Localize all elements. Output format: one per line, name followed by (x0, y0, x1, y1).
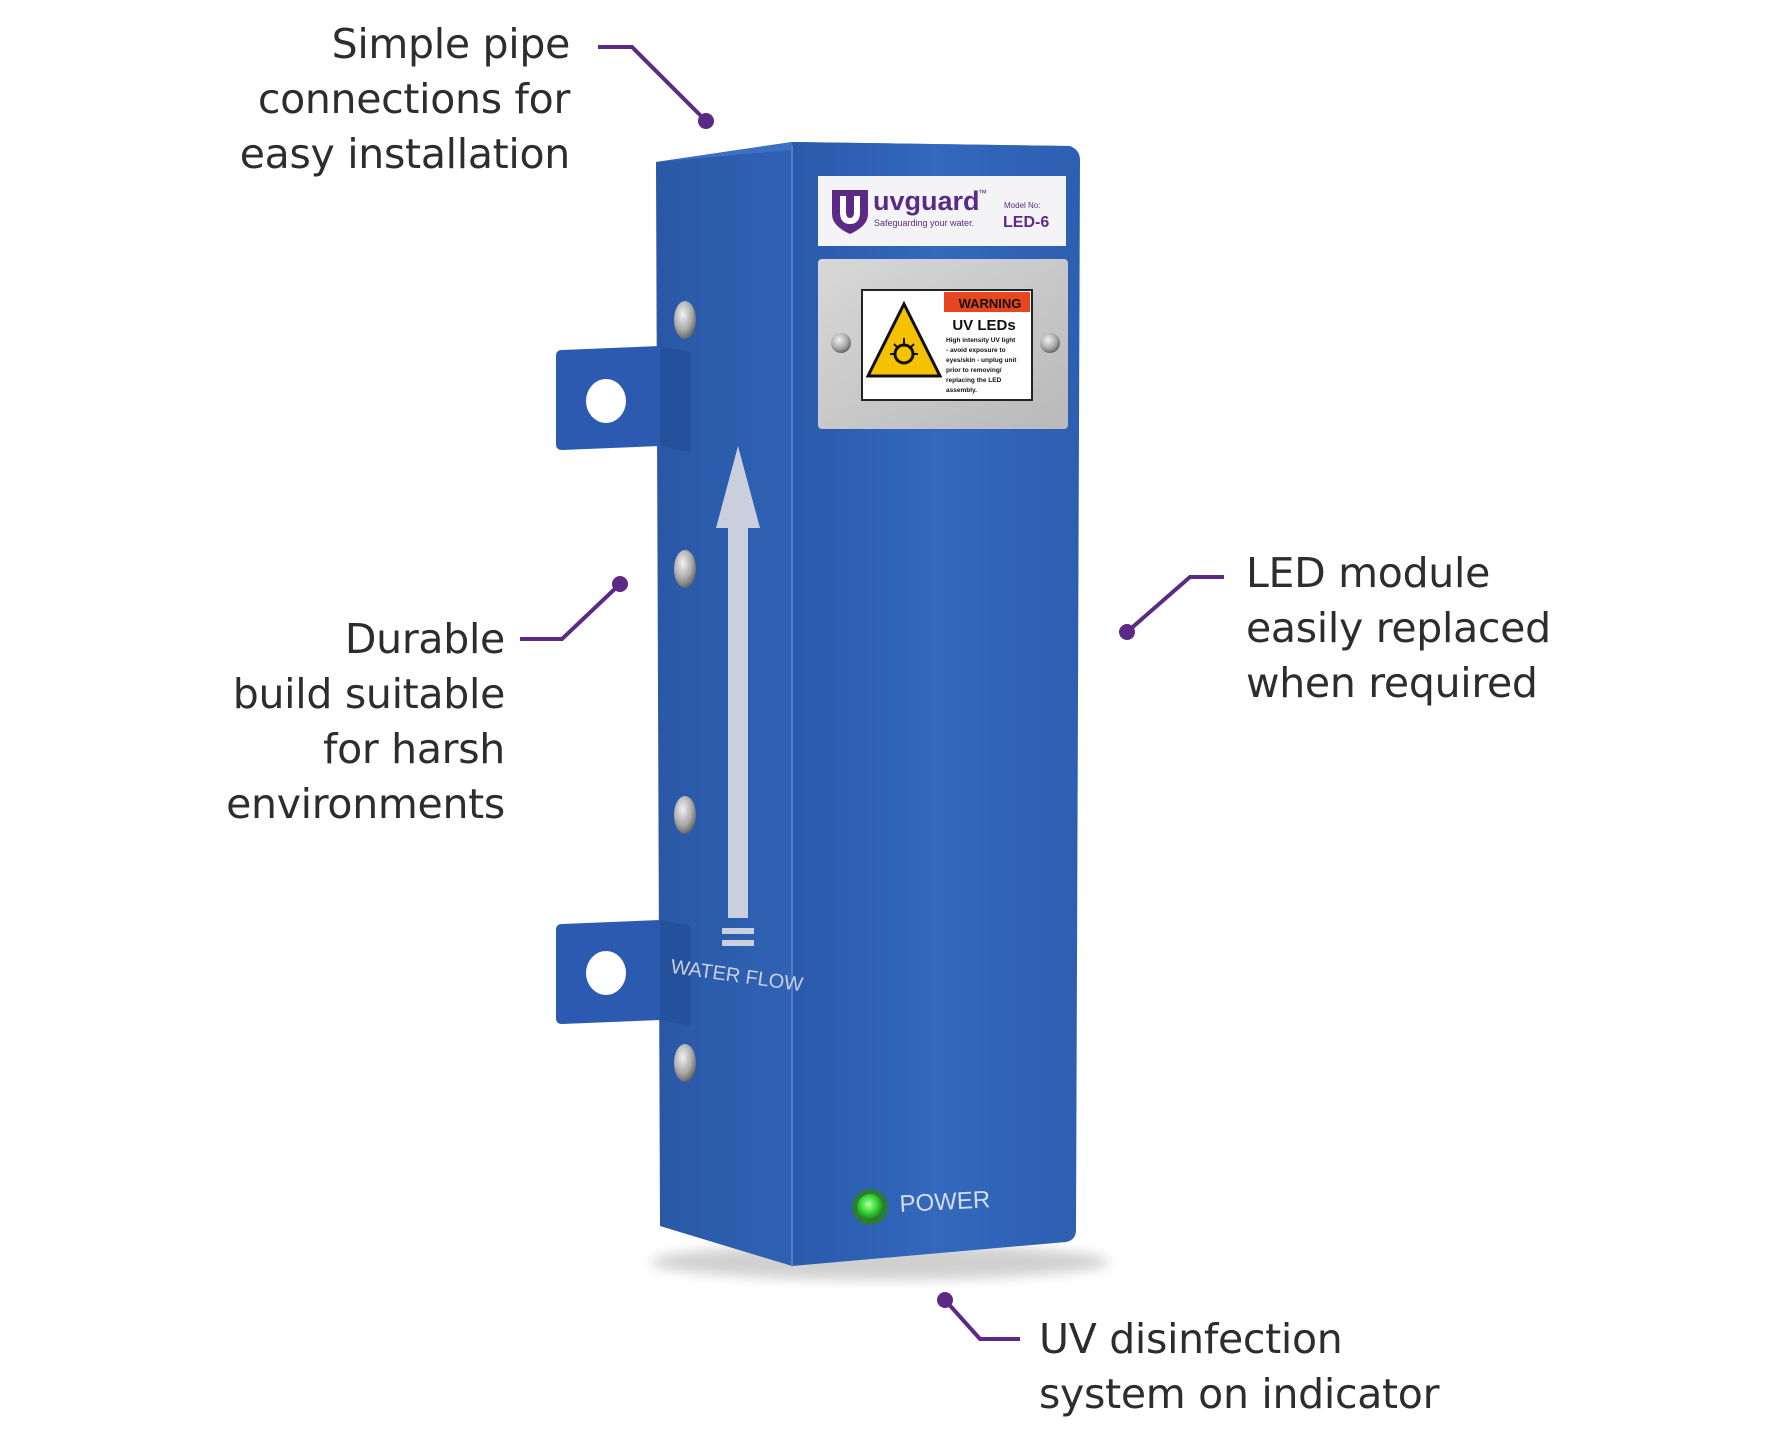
brand-tagline: Safeguarding your water. (874, 218, 974, 228)
mounting-bracket-top (556, 346, 690, 452)
callout-dots (612, 113, 1135, 1308)
callout-line: for harsh (322, 725, 505, 773)
warning-body-line: eyes/skin - unplug unit (946, 357, 1017, 364)
screw-icon (674, 1044, 696, 1082)
side-screws (674, 301, 696, 1082)
leader-dot (612, 576, 628, 592)
callout-line: when required (1246, 659, 1538, 707)
screw-icon (674, 301, 696, 339)
leader-durable (520, 582, 622, 641)
warning-title: UV LEDs (952, 317, 1015, 334)
callout-line: easily replaced (1246, 604, 1551, 652)
model-label: Model No: (1004, 201, 1040, 210)
callout-line: LED module (1246, 549, 1491, 597)
warning-body: High intensity UV light - avoid exposure… (946, 337, 1017, 394)
brand-label: uvguard ™ Safeguarding your water. Model… (818, 176, 1066, 246)
callout-line: Simple pipe (331, 20, 571, 68)
callout-line: easy installation (239, 130, 571, 178)
callout-leaders (520, 45, 1224, 1341)
flow-arrow-icon (716, 446, 760, 946)
callout-line: build suitable (232, 670, 506, 718)
callout-line: connections for (257, 75, 570, 123)
warning-plate: WARNING UV LEDs High intensity UV light … (818, 259, 1068, 429)
warning-body-line: replacing the LED (946, 377, 1002, 384)
warning-body-line: assembly. (946, 387, 977, 394)
warning-body-line: prior to removing/ (946, 367, 1002, 374)
power-led-glow (857, 1194, 883, 1220)
callout-line: system on indicator (1039, 1370, 1440, 1418)
warning-body-line: High intensity UV light (946, 337, 1016, 344)
leader-dot (937, 1292, 953, 1308)
warning-body-line: - avoid exposure to (946, 347, 1006, 354)
screw-icon (831, 333, 851, 353)
brand-name: uvguard (873, 186, 980, 216)
model-number: LED-6 (1003, 214, 1049, 231)
mounting-hole-icon (586, 951, 626, 995)
callout-power-indicator: UV disinfection system on indicator (1039, 1312, 1519, 1422)
laser-hazard-icon (865, 300, 943, 378)
leader-dot (1119, 624, 1135, 640)
callout-line: environments (226, 780, 505, 828)
leader-power (943, 1298, 1020, 1341)
warning-header: WARNING (959, 296, 1022, 311)
shield-logo-icon (832, 190, 868, 234)
callout-pipe-connections: Simple pipe connections for easy install… (180, 17, 571, 182)
leader-pipe (598, 45, 708, 123)
callout-durable-build: Durable build suitable for harsh environ… (180, 612, 505, 832)
screw-icon (674, 796, 696, 834)
mounting-bracket-bottom (556, 920, 690, 1026)
leader-led (1125, 575, 1224, 634)
callout-line: UV disinfection (1039, 1315, 1343, 1363)
brand-trademark: ™ (978, 188, 987, 198)
callout-led-module: LED module easily replaced when required (1246, 546, 1726, 711)
power-label: POWER (899, 1186, 991, 1218)
mounting-hole-icon (586, 379, 626, 423)
leader-dot (698, 113, 714, 129)
screw-icon (1040, 333, 1060, 353)
screw-icon (674, 550, 696, 588)
callout-line: Durable (344, 615, 505, 663)
